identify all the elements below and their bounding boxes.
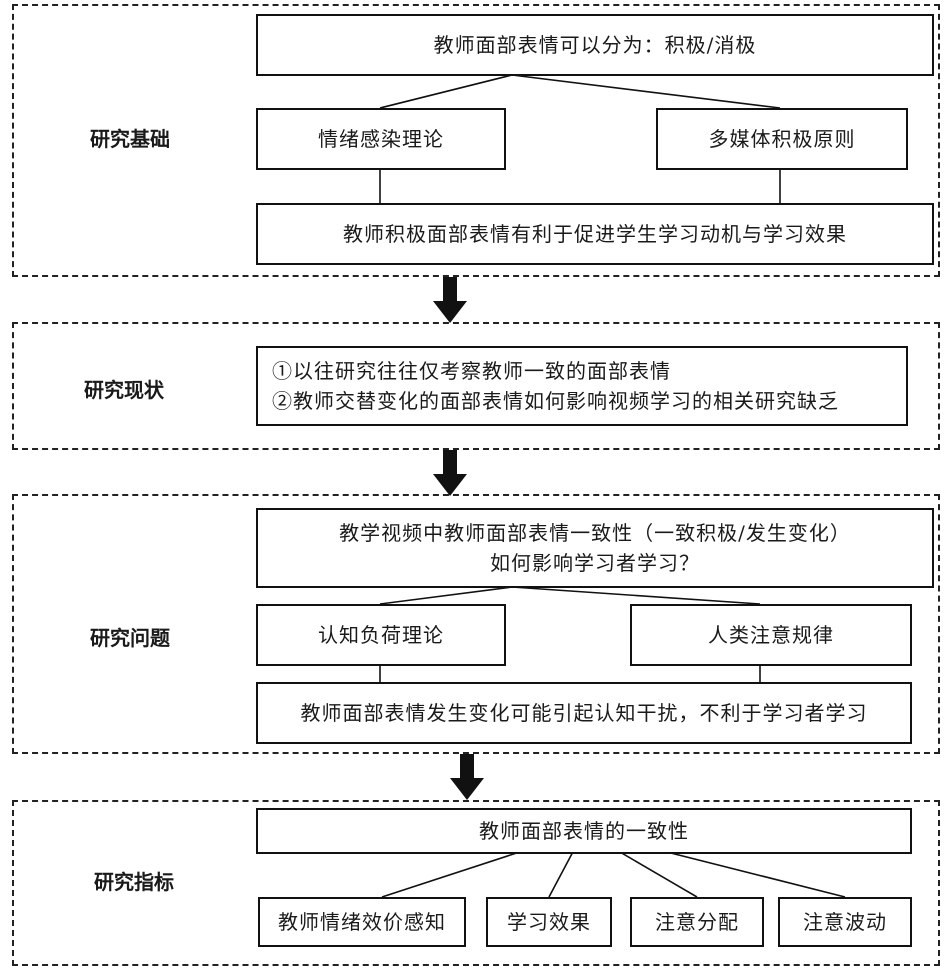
section-label-research-indicators: 研究指标 (94, 870, 174, 894)
indicator-attention-fluctuation-text: 注意波动 (803, 910, 887, 934)
down-arrow-icon (450, 754, 484, 800)
section-research-status (12, 322, 940, 450)
indicator-emotional-valence-text: 教师情绪效价感知 (278, 910, 446, 934)
cognitive-load-theory-box: 认知负荷理论 (256, 604, 506, 666)
expression-consistency-text: 教师面部表情的一致性 (479, 819, 689, 843)
research-status-line-1: ①以往研究往往仅考察教师一致的面部表情 (272, 359, 671, 383)
research-question-line-1: 教学视频中教师面部表情一致性（一致积极/发生变化） (339, 521, 851, 545)
down-arrow-icon (433, 277, 467, 323)
section-research-question (12, 494, 940, 754)
research-question-line-2: 如何影响学习者学习？ (490, 551, 700, 575)
indicator-emotional-valence: 教师情绪效价感知 (258, 897, 466, 947)
indicator-attention-allocation: 注意分配 (630, 897, 764, 947)
cognitive-load-theory-text: 认知负荷理论 (318, 623, 444, 647)
expression-classification-box: 教师面部表情可以分为：积极/消极 (256, 14, 934, 76)
expression-classification-text: 教师面部表情可以分为：积极/消极 (433, 33, 757, 57)
basis-conclusion-text: 教师积极面部表情有利于促进学生学习动机与学习效果 (343, 222, 847, 246)
human-attention-law-box: 人类注意规律 (630, 604, 912, 666)
indicator-learning-effect: 学习效果 (486, 897, 612, 947)
emotional-contagion-theory-text: 情绪感染理论 (318, 127, 444, 151)
section-research-basis (12, 4, 940, 277)
section-label-research-question: 研究问题 (90, 626, 170, 650)
indicator-attention-allocation-text: 注意分配 (655, 910, 739, 934)
research-question-box: 教学视频中教师面部表情一致性（一致积极/发生变化） 如何影响学习者学习？ (256, 508, 934, 588)
indicator-attention-fluctuation: 注意波动 (778, 897, 912, 947)
section-label-research-status: 研究现状 (84, 378, 164, 402)
basis-conclusion-box: 教师积极面部表情有利于促进学生学习动机与学习效果 (256, 203, 934, 265)
section-label-research-basis: 研究基础 (90, 127, 170, 151)
down-arrow-icon (433, 450, 467, 496)
indicator-learning-effect-text: 学习效果 (507, 910, 591, 934)
expression-consistency-box: 教师面部表情的一致性 (256, 808, 912, 854)
multimedia-positive-principle-box: 多媒体积极原则 (656, 108, 908, 170)
hypothesis-text: 教师面部表情发生变化可能引起认知干扰，不利于学习者学习 (300, 701, 868, 725)
multimedia-positive-principle-text: 多媒体积极原则 (708, 127, 856, 151)
hypothesis-box: 教师面部表情发生变化可能引起认知干扰，不利于学习者学习 (256, 682, 912, 744)
research-status-box: ①以往研究往往仅考察教师一致的面部表情 ②教师交替变化的面部表情如何影响视频学习… (256, 346, 908, 426)
emotional-contagion-theory-box: 情绪感染理论 (256, 108, 506, 170)
section-research-indicators (12, 800, 940, 966)
research-status-line-2: ②教师交替变化的面部表情如何影响视频学习的相关研究缺乏 (272, 389, 839, 413)
human-attention-law-text: 人类注意规律 (708, 623, 834, 647)
